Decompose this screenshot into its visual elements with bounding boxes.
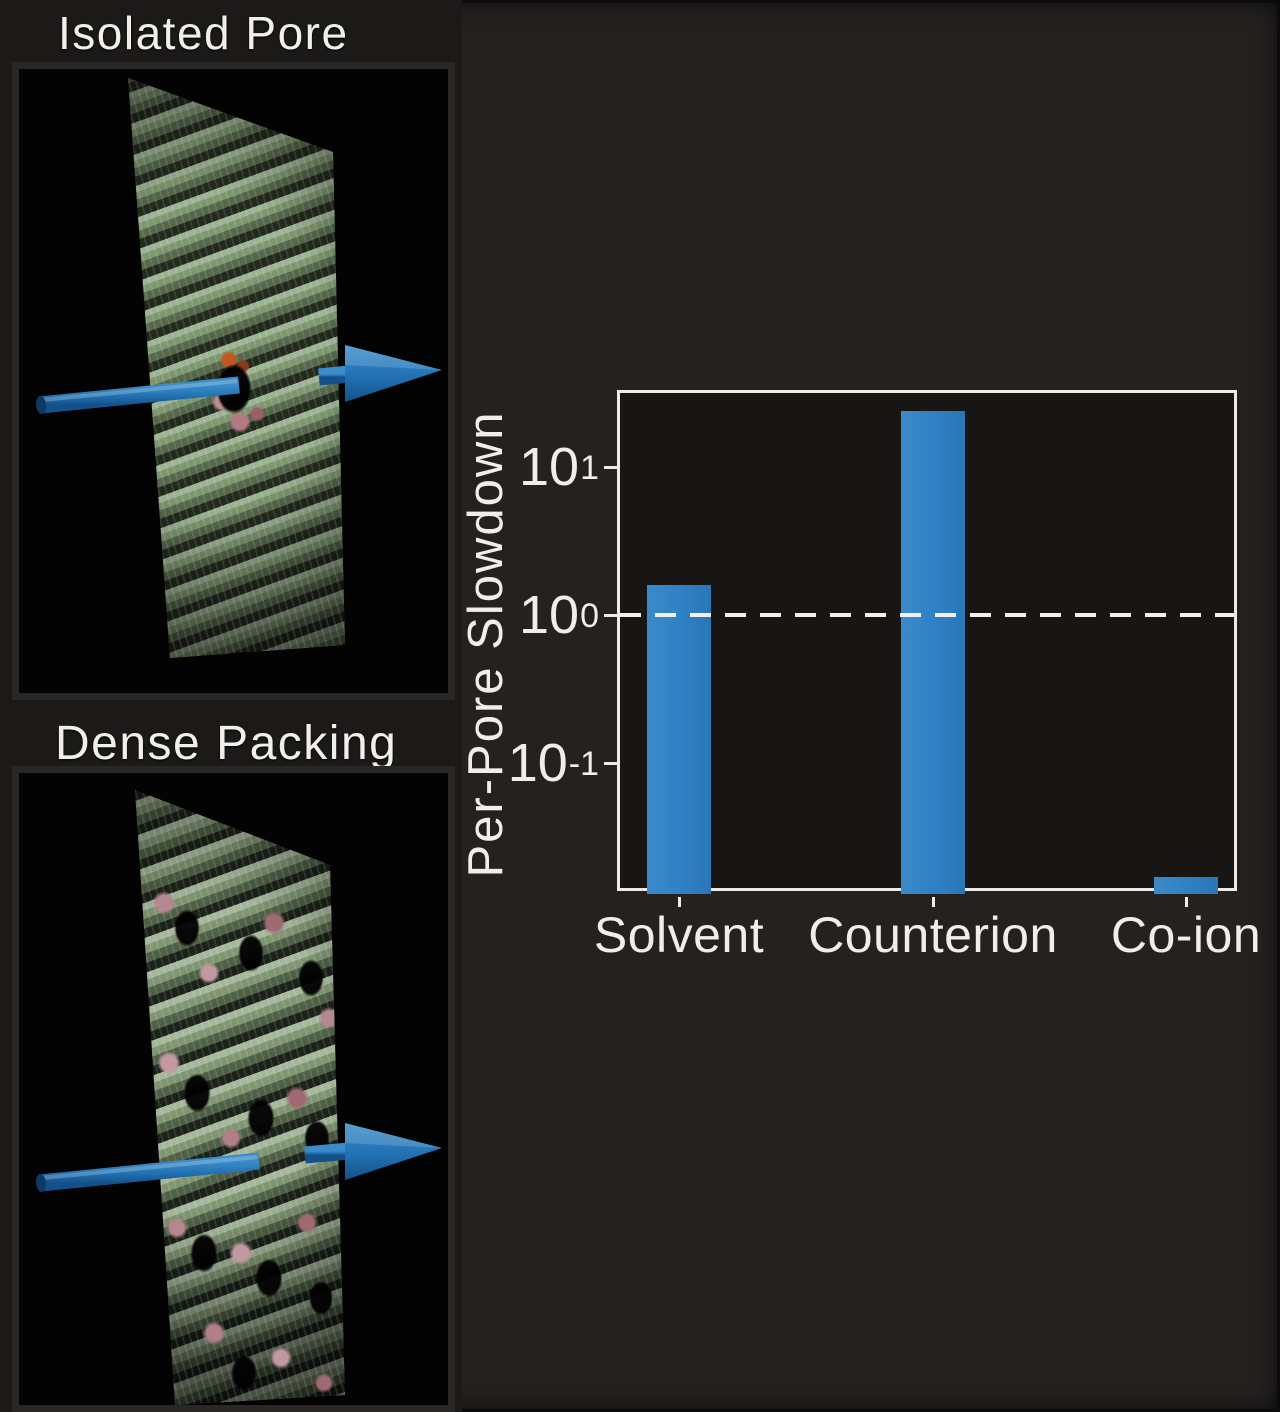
- y-axis-title: Per-Pore Slowdown: [459, 409, 513, 878]
- bar-counterion: [901, 411, 965, 894]
- y-tick: [604, 466, 617, 469]
- bar-solvent: [647, 585, 711, 894]
- x-tick-label-co-ion: Co-ion: [1110, 907, 1262, 963]
- x-tick: [678, 897, 681, 907]
- pore-with-ions: [128, 78, 345, 658]
- reference-line: [620, 613, 1234, 617]
- dense-packing-panel: [12, 766, 455, 1412]
- isolated-pore-title: Isolated Pore: [58, 7, 349, 59]
- y-tick-label: 101: [519, 437, 599, 497]
- bar-co-ion: [1154, 877, 1218, 894]
- y-tick-label: 10-1: [507, 733, 599, 793]
- y-tick: [604, 762, 617, 765]
- dense-packing-render: [19, 773, 448, 1405]
- x-tick: [1185, 897, 1188, 907]
- flux-arrow-icon: [35, 1123, 442, 1192]
- plot-area: [617, 390, 1237, 894]
- y-tick: [604, 614, 617, 617]
- pores-and-counterions: [135, 790, 345, 1405]
- x-tick-label-counterion: Counterion: [808, 907, 1058, 963]
- membrane-sheet: [135, 790, 345, 1405]
- flux-arrow-icon: [35, 345, 442, 414]
- x-tick: [932, 897, 935, 907]
- isolated-pore-panel: [12, 62, 455, 700]
- y-tick-label: 100: [519, 585, 599, 645]
- x-tick-label-solvent: Solvent: [593, 907, 765, 963]
- membrane-sheet: [128, 78, 345, 658]
- dense-packing-title: Dense Packing: [55, 717, 398, 770]
- isolated-pore-render: [19, 69, 448, 693]
